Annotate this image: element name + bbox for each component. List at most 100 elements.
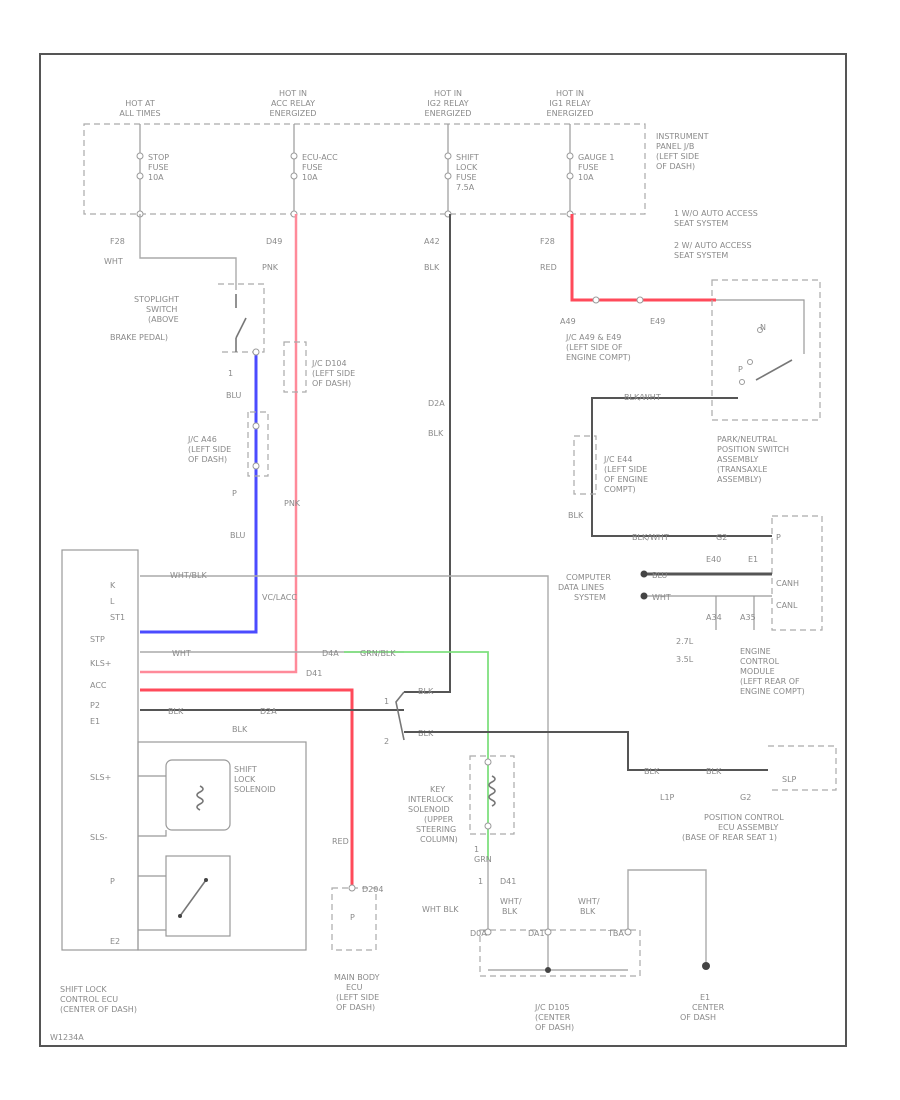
jc-d104: J/C D104 (LEFT SIDE OF DASH) xyxy=(283,341,355,393)
label-text: SOLENOID xyxy=(408,805,450,814)
pin-label: N xyxy=(760,323,766,332)
label-text: SOLENOID xyxy=(234,785,276,794)
pin-label: 1 xyxy=(474,845,479,854)
pin-label: K xyxy=(110,581,116,590)
label-text: SHIFT LOCK xyxy=(60,985,107,994)
wire-color-label: BLK xyxy=(502,907,518,916)
shift-lock-control-ecu: K L ST1 STP KLS+ ACC P2 E1 SLS+ SLS- P E… xyxy=(60,549,307,1014)
connector-label: E1 xyxy=(748,555,758,564)
label-text: ENERGIZED xyxy=(425,109,472,118)
stop-fuse: STOP FUSE 10A xyxy=(136,124,169,218)
label-text: J/C E44 xyxy=(603,455,632,464)
wire-red-gauge xyxy=(570,214,716,302)
pin-label: 1 xyxy=(478,877,483,886)
legend: 1 W/O AUTO ACCESS SEAT SYSTEM 2 W/ AUTO … xyxy=(674,209,758,260)
connector-label: F28 xyxy=(540,237,555,246)
connector-label: A42 xyxy=(424,237,440,246)
wire-red-p2 xyxy=(140,688,354,888)
wire-blu-stp xyxy=(140,352,258,634)
label-text: OF ENGINE xyxy=(604,475,648,484)
label-text: 2 W/ AUTO ACCESS xyxy=(674,241,752,250)
label-text: SEAT SYSTEM xyxy=(674,251,728,260)
label-text: ECU xyxy=(346,983,363,992)
pin-label: SLP xyxy=(782,775,797,784)
label-text: (ABOVE xyxy=(148,315,179,324)
label-text: (LEFT SIDE xyxy=(312,369,355,378)
label-text: SYSTEM xyxy=(574,593,606,602)
label-text: CONTROL ECU xyxy=(60,995,118,1004)
label-text: (LEFT SIDE xyxy=(656,152,699,161)
label-text: (LEFT SIDE xyxy=(188,445,231,454)
label-text: ENGINE COMPT) xyxy=(740,687,805,696)
connector-label: A49 xyxy=(560,317,576,326)
label-text: STOPLIGHT xyxy=(134,295,179,304)
wire-wht-stop xyxy=(139,214,237,290)
wire-color-label: PNK xyxy=(284,499,301,508)
connector-label: D41 xyxy=(306,669,322,678)
label-text: (BASE OF REAR SEAT 1) xyxy=(682,833,777,842)
wire-blk-wht xyxy=(591,397,772,537)
wire-color-label: RED xyxy=(332,837,349,846)
wire-wht-blk-k xyxy=(140,575,549,970)
main-body-ecu: P D204 MAIN BODY ECU (LEFT SIDE OF DASH) xyxy=(331,884,383,1012)
label-text: 7.5A xyxy=(456,183,475,192)
wire-ground xyxy=(627,869,707,964)
jc-d105: D0A DA1 TBA J/C D105 (CENTER OF DASH) xyxy=(470,928,641,1032)
connector-label: D0A xyxy=(470,929,487,938)
label-text: (LEFT REAR OF xyxy=(740,677,800,686)
wire-color-label: BLK xyxy=(428,429,444,438)
wire-color-label: PNK xyxy=(262,263,279,272)
label-text: J/C D105 xyxy=(534,1003,570,1012)
wire-color-label: BLK xyxy=(232,725,248,734)
jc-a46: J/C A46 (LEFT SIDE OF DASH) P xyxy=(187,411,269,498)
pin-label: L xyxy=(110,597,115,606)
label-text: ASSEMBLY xyxy=(717,455,758,464)
connector-label: F28 xyxy=(110,237,125,246)
label-text: 10A xyxy=(578,173,594,182)
label-text: COMPUTER xyxy=(566,573,611,582)
pin-label: BLK xyxy=(568,511,584,520)
ecu-acc-fuse: ECU-ACC FUSE 10A xyxy=(290,124,338,218)
label-text: FUSE xyxy=(578,163,599,172)
label-text: PANEL J/B xyxy=(656,142,694,151)
label-text: STOP xyxy=(148,153,169,162)
connector-label: D2A xyxy=(260,707,277,716)
diagram-frame xyxy=(39,53,847,1047)
wire-grn-blk xyxy=(344,651,489,860)
jc-e44: J/C E44 (LEFT SIDE OF ENGINE COMPT) BLK xyxy=(568,435,648,520)
label-text: ECU-ACC xyxy=(302,153,338,162)
gauge-fuse: GAUGE 1 FUSE 10A xyxy=(566,124,614,218)
pin-label: KLS+ xyxy=(90,659,111,668)
wire-color-label: WHT/ xyxy=(578,897,600,906)
stoplight-switch: STOPLIGHT SWITCH (ABOVE BRAKE PEDAL) xyxy=(110,283,265,353)
wire-color-label: BLK xyxy=(644,767,660,776)
label-text: (CENTER xyxy=(535,1013,571,1022)
instrument-panel-jb-label: INSTRUMENT PANEL J/B (LEFT SIDE OF DASH) xyxy=(656,132,709,171)
pin-label: E1 xyxy=(90,717,100,726)
label-text: CONTROL xyxy=(740,657,780,666)
label-text: OF DASH) xyxy=(188,455,227,464)
pin-label: CANH xyxy=(776,579,799,588)
pin-label: E2 xyxy=(110,937,120,946)
jc-a49-label: J/C A49 & E49 (LEFT SIDE OF ENGINE COMPT… xyxy=(565,333,631,362)
shift-lock-fuse: SHIFT LOCK FUSE 7.5A xyxy=(444,124,479,218)
label-text: ECU ASSEMBLY xyxy=(718,823,779,832)
diagram-id: W1234A xyxy=(50,1033,84,1042)
label-text: SWITCH xyxy=(146,305,177,314)
label-text: OF DASH) xyxy=(535,1023,574,1032)
label-text: COMPT) xyxy=(604,485,636,494)
pin-label: G2 xyxy=(716,533,727,542)
label-text: FUSE xyxy=(148,163,169,172)
ground-e1: E1 CENTER OF DASH xyxy=(680,993,725,1022)
wire-blk-shift-lock xyxy=(404,214,451,693)
label-text: (CENTER OF DASH) xyxy=(60,1005,137,1014)
label-text: IG2 RELAY xyxy=(427,99,468,108)
label-text: SEAT SYSTEM xyxy=(674,219,728,228)
position-control-ecu: SLP L1P G2 POSITION CONTROL ECU ASSEMBLY… xyxy=(660,745,837,842)
label-text: OF DASH) xyxy=(656,162,695,171)
wire-color-label: WHT/BLK xyxy=(170,571,207,580)
label-text: CENTER xyxy=(692,1003,725,1012)
connector-label: D204 xyxy=(362,885,383,894)
pin-label: ACC xyxy=(90,681,107,690)
wire-color-label: GRN xyxy=(474,855,492,864)
